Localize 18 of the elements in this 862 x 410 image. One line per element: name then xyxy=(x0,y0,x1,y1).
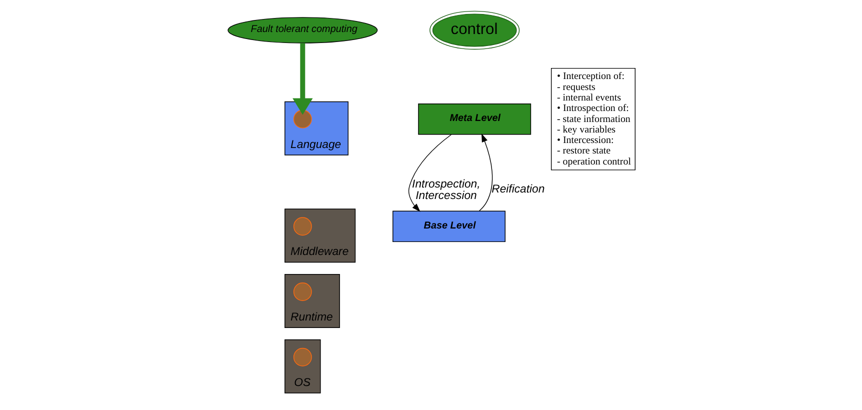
cluster: Language xyxy=(284,101,348,156)
node-box: Meta Level xyxy=(418,104,531,135)
node-ellipse: control xyxy=(429,10,520,50)
cluster: OS xyxy=(284,339,320,394)
edge-label: Reification xyxy=(491,184,544,196)
node-circle xyxy=(292,282,312,301)
node-ellipse: Fault tolerant computing xyxy=(227,17,378,44)
arrow xyxy=(478,133,492,212)
node-circle xyxy=(292,110,312,128)
node-circle xyxy=(292,348,312,366)
cluster: Middleware xyxy=(284,208,356,263)
arrow xyxy=(408,134,452,212)
cluster: Runtime xyxy=(284,274,340,328)
edge-label: Introspection, Intercession xyxy=(412,178,480,202)
arrow xyxy=(292,43,312,115)
node-box: Base Level xyxy=(392,210,505,242)
node-box: • Interception of: - requests - internal events • Introspection of: - state information - key variables • Intercession: - restore state - operation control xyxy=(550,68,636,170)
node-circle xyxy=(292,217,312,236)
